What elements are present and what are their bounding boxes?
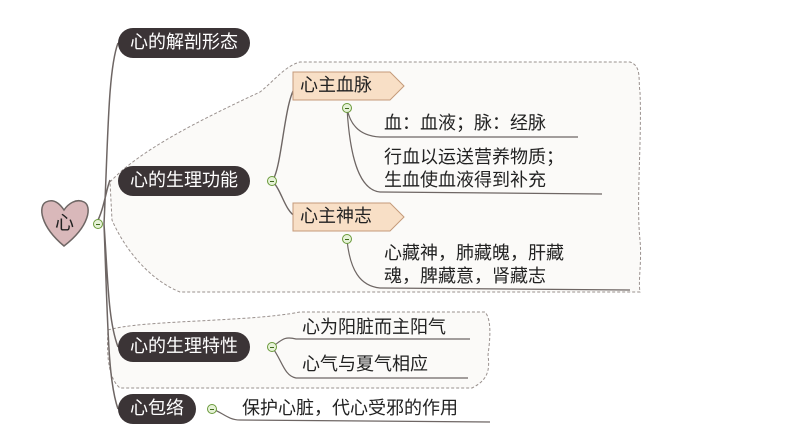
root-topic[interactable]: 心 <box>55 212 75 234</box>
subtopic-shape-xuemai <box>292 71 405 101</box>
collapse-shenzhi-icon[interactable] <box>342 234 352 244</box>
note-shenzhi-line2[interactable]: 魂，脾藏意，肾藏志 <box>384 266 546 287</box>
connector-shenzhi-notes <box>346 239 631 291</box>
collapse-function-icon[interactable] <box>267 176 277 186</box>
collapse-xuemai-icon[interactable] <box>342 103 352 113</box>
branch-traits[interactable]: 心的生理特性 <box>118 332 250 362</box>
note-xuemai-generate[interactable]: 生血使血液得到补充 <box>384 170 546 191</box>
subtopic-shenzhi[interactable]: 心主神志 <box>300 206 372 227</box>
connector-root-branches <box>95 42 119 410</box>
root-heart-shape <box>41 199 89 247</box>
note-xuemai-transport[interactable]: 行血以运送营养物质； <box>384 147 564 168</box>
branch-pericardium[interactable]: 心包络 <box>118 394 196 424</box>
branch-function[interactable]: 心的生理功能 <box>118 166 250 196</box>
boundary-function <box>109 61 642 293</box>
connector-xuemai-notes <box>346 107 603 195</box>
trait-yang-organ[interactable]: 心为阳脏而主阳气 <box>302 317 446 338</box>
subtopic-xuemai[interactable]: 心主血脉 <box>300 75 372 96</box>
collapse-pericardium-icon[interactable] <box>207 404 217 414</box>
pericardium-function[interactable]: 保护心脏，代心受邪的作用 <box>242 398 458 419</box>
trait-summer-qi[interactable]: 心气与夏气相应 <box>302 354 428 375</box>
note-shenzhi-line1[interactable]: 心藏神，肺藏魄，肝藏 <box>384 243 564 264</box>
collapse-root-icon[interactable] <box>93 219 103 229</box>
boundary-traits <box>107 311 491 389</box>
collapse-traits-icon[interactable] <box>267 342 277 352</box>
branch-anatomy[interactable]: 心的解剖形态 <box>118 28 250 58</box>
note-xuemai-definition[interactable]: 血：血液；脉：经脉 <box>384 113 546 134</box>
subtopic-shape-shenzhi <box>292 202 405 232</box>
